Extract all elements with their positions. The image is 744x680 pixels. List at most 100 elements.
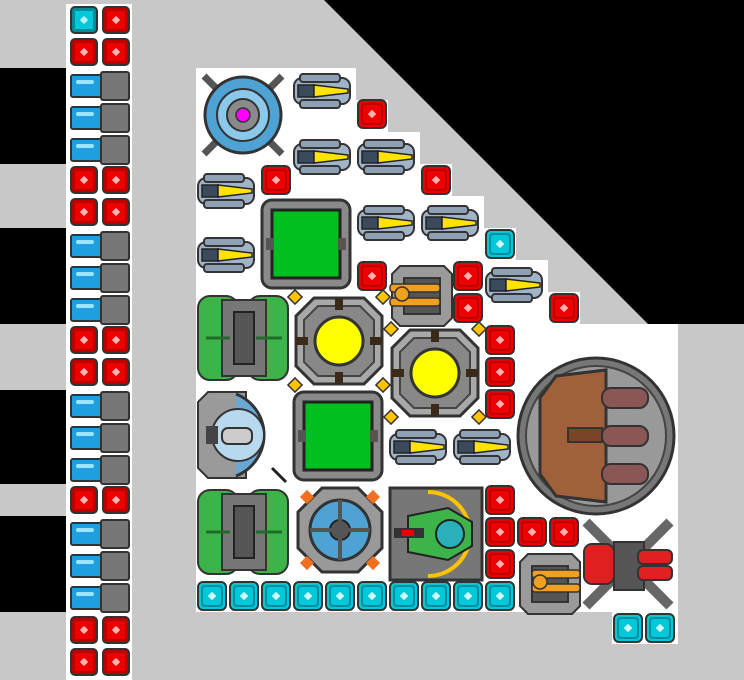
cargo-bay-icon[interactable] (292, 390, 384, 482)
red-block[interactable] (70, 486, 98, 514)
turret-cannon-icon[interactable] (519, 553, 581, 615)
laser-weapon-icon[interactable] (388, 486, 484, 582)
engine-thruster-icon[interactable] (293, 139, 351, 175)
battery-cap (100, 391, 130, 421)
red-block[interactable] (102, 6, 130, 34)
battery-block[interactable] (68, 262, 130, 293)
battery-block[interactable] (68, 134, 130, 165)
red-block[interactable] (102, 616, 130, 644)
red-block[interactable] (549, 517, 579, 547)
cyan-block[interactable] (229, 581, 259, 611)
red-block[interactable] (102, 326, 130, 354)
red-block[interactable] (357, 99, 387, 129)
red-block[interactable] (421, 165, 451, 195)
red-block[interactable] (70, 198, 98, 226)
engine-thruster-icon[interactable] (357, 139, 415, 175)
battery-cap (100, 455, 130, 485)
cargo-bay-icon[interactable] (260, 198, 352, 290)
battery-icon (70, 138, 104, 162)
hull-gap (0, 68, 68, 164)
battery-block[interactable] (68, 518, 130, 549)
battery-cap (100, 423, 130, 453)
drone-bay-icon[interactable] (197, 391, 288, 484)
cyan-block[interactable] (70, 6, 98, 34)
red-block[interactable] (485, 485, 515, 515)
red-block[interactable] (485, 357, 515, 387)
red-block[interactable] (102, 486, 130, 514)
cyan-block[interactable] (261, 581, 291, 611)
red-block[interactable] (485, 517, 515, 547)
battery-block[interactable] (68, 390, 130, 421)
cyan-block[interactable] (357, 581, 387, 611)
battery-cap (100, 295, 130, 325)
red-block[interactable] (102, 38, 130, 66)
engine-thruster-icon[interactable] (485, 267, 543, 303)
red-block[interactable] (517, 517, 547, 547)
cyan-block[interactable] (613, 613, 643, 643)
engine-thruster-icon[interactable] (357, 205, 415, 241)
red-block[interactable] (70, 326, 98, 354)
cyan-block[interactable] (197, 581, 227, 611)
battery-block[interactable] (68, 102, 130, 133)
turret-cannon-icon[interactable] (582, 518, 674, 610)
drone-bay-icon[interactable] (296, 486, 384, 574)
red-block[interactable] (261, 165, 291, 195)
cyan-block[interactable] (453, 581, 483, 611)
red-block[interactable] (453, 261, 483, 291)
engine-thruster-icon[interactable] (197, 237, 255, 273)
reactor-core-icon[interactable] (382, 320, 488, 426)
gyroscope-icon[interactable] (196, 488, 290, 576)
red-block[interactable] (102, 358, 130, 386)
battery-block[interactable] (68, 454, 130, 485)
engine-thruster-icon[interactable] (293, 73, 351, 109)
battery-block[interactable] (68, 70, 130, 101)
battery-cap (100, 519, 130, 549)
cyan-block[interactable] (389, 581, 419, 611)
red-block[interactable] (70, 38, 98, 66)
turret-cannon-icon[interactable] (389, 265, 453, 327)
battery-icon (70, 298, 104, 322)
engine-thruster-icon[interactable] (197, 173, 255, 209)
red-block[interactable] (102, 166, 130, 194)
battery-block[interactable] (68, 422, 130, 453)
battery-icon (70, 586, 104, 610)
red-block[interactable] (70, 358, 98, 386)
red-block[interactable] (549, 293, 579, 323)
red-block[interactable] (70, 616, 98, 644)
cyan-block[interactable] (645, 613, 675, 643)
red-block[interactable] (70, 648, 98, 676)
battery-cap (100, 231, 130, 261)
red-block[interactable] (485, 549, 515, 579)
shield-generator-icon[interactable] (201, 73, 285, 157)
red-block[interactable] (70, 166, 98, 194)
red-block[interactable] (102, 648, 130, 676)
battery-cap (100, 263, 130, 293)
engine-thruster-icon[interactable] (453, 429, 511, 465)
cyan-block[interactable] (293, 581, 323, 611)
gyroscope-icon[interactable] (196, 294, 290, 382)
red-block[interactable] (485, 325, 515, 355)
battery-block[interactable] (68, 294, 130, 325)
cyan-block[interactable] (421, 581, 451, 611)
hull-gap (0, 516, 68, 612)
engine-thruster-icon[interactable] (421, 205, 479, 241)
battery-cap (100, 71, 130, 101)
reactor-core-icon[interactable] (286, 288, 392, 394)
cyan-block[interactable] (485, 229, 515, 259)
red-block[interactable] (453, 293, 483, 323)
engine-thruster-icon[interactable] (389, 429, 447, 465)
battery-cap (100, 135, 130, 165)
red-block[interactable] (485, 389, 515, 419)
battery-block[interactable] (68, 550, 130, 581)
battery-block[interactable] (68, 582, 130, 613)
battery-block[interactable] (68, 230, 130, 261)
red-block[interactable] (102, 198, 130, 226)
turret-cannon-icon[interactable] (516, 356, 676, 516)
cyan-block[interactable] (325, 581, 355, 611)
battery-cap (100, 583, 130, 613)
hull-gap (0, 228, 68, 324)
cyan-block[interactable] (485, 581, 515, 611)
red-block[interactable] (357, 261, 387, 291)
